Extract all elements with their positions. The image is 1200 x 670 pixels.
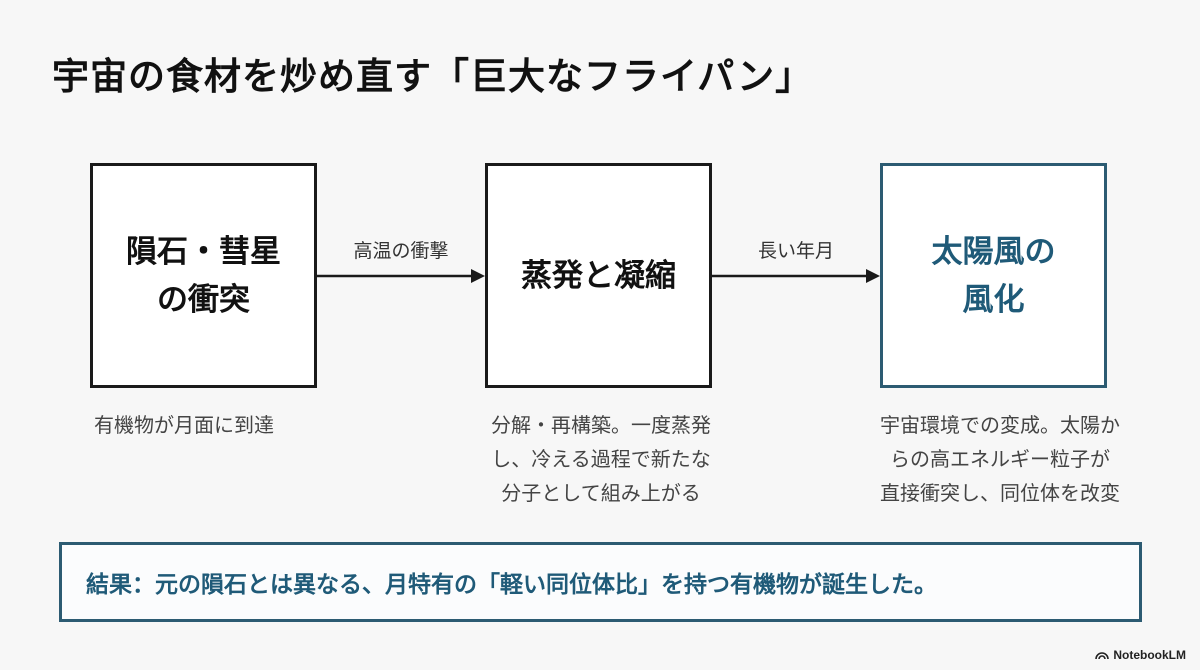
result-text: 結果：元の隕石とは異なる、月特有の「軽い同位体比」を持つ有機物が誕生した。: [86, 572, 937, 598]
description-line: 分子として組み上がる: [501, 481, 701, 505]
stage-description-evaporation: 分解・再構築。一度蒸発 し、冷える過程で新たな 分子として組み上がる: [466, 408, 736, 510]
stage-title-line: 隕石・彗星: [126, 233, 281, 270]
stage-title-solar-wind: 太陽風の 風化: [932, 228, 1056, 324]
page-title: 宇宙の食材を炒め直す「巨大なフライパン」: [52, 55, 814, 98]
right-arrow-icon: [317, 269, 485, 283]
stage-box-impact: 隕石・彗星 の衝突: [90, 163, 317, 388]
stage-box-evaporation: 蒸発と凝縮: [485, 163, 712, 388]
description-line: 分解・再構築。一度蒸発: [491, 413, 711, 437]
description-line: 宇宙環境での変成。太陽か: [880, 413, 1120, 437]
stage-description-impact: 有機物が月面に到達: [94, 408, 274, 442]
arrow-label-heat: 高温の衝撃: [353, 240, 449, 262]
stage-title-line: 太陽風の: [931, 233, 1056, 270]
stage-box-solar-wind: 太陽風の 風化: [880, 163, 1107, 388]
watermark-text: NotebookLM: [1113, 648, 1186, 662]
stage-title-evaporation: 蒸発と凝縮: [521, 252, 676, 300]
stage-title-line: 蒸発と凝縮: [521, 257, 676, 294]
description-line: 直接衝突し、同位体を改変: [880, 481, 1120, 505]
description-line: し、冷える過程で新たな: [491, 447, 711, 471]
stage-title-line: 風化: [962, 281, 1025, 318]
description-line: らの高エネルギー粒子が: [890, 447, 1110, 471]
description-line: 有機物が月面に到達: [94, 413, 274, 437]
stage-title-line: の衝突: [157, 281, 250, 318]
stage-title-impact: 隕石・彗星 の衝突: [126, 228, 281, 324]
stage-description-solar-wind: 宇宙環境での変成。太陽か らの高エネルギー粒子が 直接衝突し、同位体を改変: [850, 408, 1150, 510]
notebooklm-logo-icon: [1095, 652, 1110, 660]
result-box: 結果：元の隕石とは異なる、月特有の「軽い同位体比」を持つ有機物が誕生した。: [59, 542, 1142, 622]
notebooklm-watermark: NotebookLM: [1095, 648, 1186, 662]
right-arrow-icon: [712, 269, 880, 283]
arrow-label-time: 長い年月: [757, 240, 834, 262]
